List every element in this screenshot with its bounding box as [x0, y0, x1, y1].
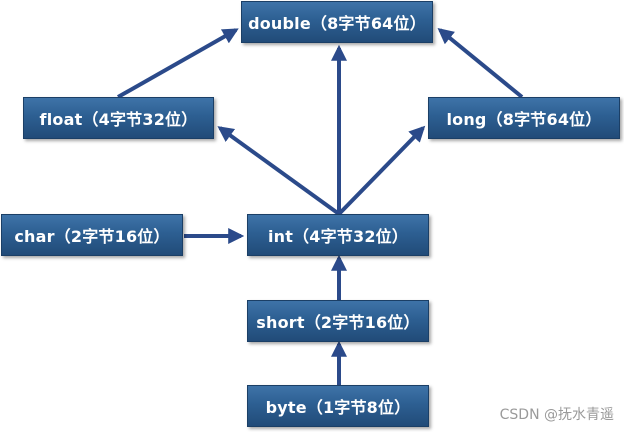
node-int: int（4字节32位） [247, 214, 429, 256]
arrow-long-to-double [437, 27, 524, 99]
node-char: char（2字节16位） [1, 214, 183, 256]
node-double-label: double（8字节64位） [248, 14, 426, 33]
node-short-label: short（2字节16位） [256, 313, 420, 332]
arrow-int-to-float [217, 126, 341, 216]
watermark: CSDN @抚水青遥 [499, 407, 614, 423]
node-long-label: long（8字节64位） [446, 110, 602, 129]
node-float-label: float（4字节32位） [39, 110, 198, 129]
arrow-int-to-long [337, 125, 426, 216]
node-byte: byte（1字节8位） [247, 385, 429, 427]
node-byte-label: byte（1字节8位） [265, 398, 411, 417]
node-short: short（2字节16位） [247, 300, 429, 342]
node-int-label: int（4字节32位） [267, 227, 409, 246]
node-float: float（4字节32位） [23, 97, 214, 139]
arrow-float-to-double [117, 28, 239, 99]
node-double: double（8字节64位） [241, 1, 433, 43]
node-char-label: char（2字节16位） [14, 227, 170, 246]
node-long: long（8字节64位） [428, 97, 620, 139]
